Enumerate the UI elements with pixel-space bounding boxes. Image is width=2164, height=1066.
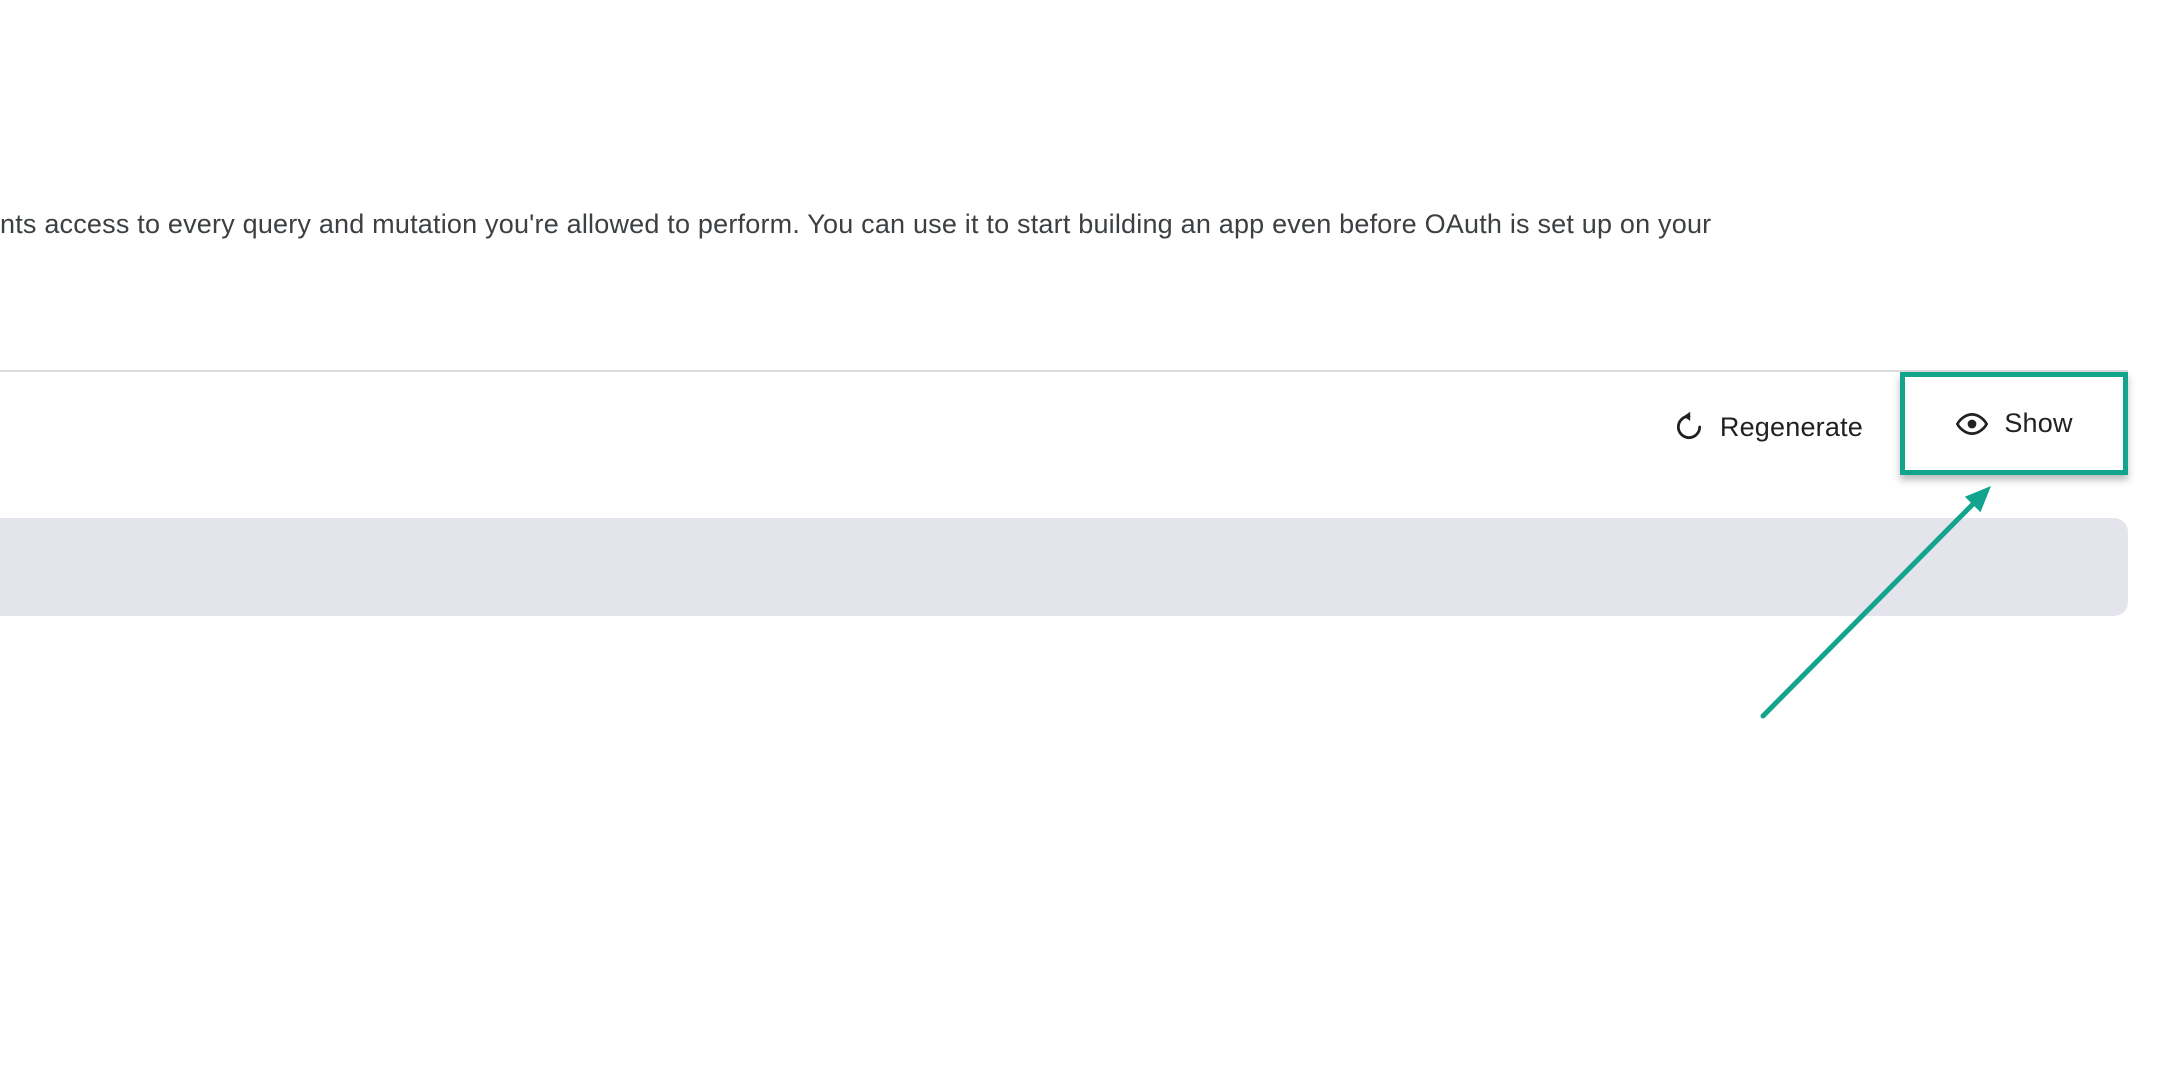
eye-icon xyxy=(1955,407,1989,441)
refresh-icon xyxy=(1673,411,1705,443)
api-token-description: nts access to every query and mutation y… xyxy=(0,209,1712,239)
annotation-highlight-box: Show xyxy=(1900,372,2128,475)
card-footer-divider xyxy=(0,370,2128,372)
show-label: Show xyxy=(2004,408,2073,438)
regenerate-button[interactable]: Regenerate xyxy=(1673,399,1863,455)
masked-token-field xyxy=(0,518,2128,616)
regenerate-label: Regenerate xyxy=(1719,411,1863,442)
show-button[interactable]: Show xyxy=(1955,407,2072,441)
